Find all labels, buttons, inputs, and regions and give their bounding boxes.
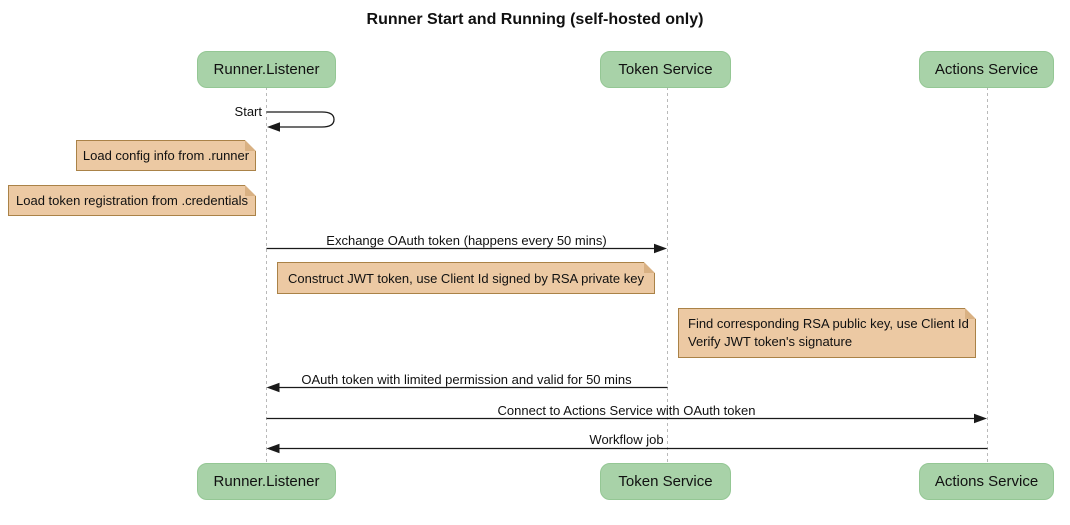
- note-find-rsa-key: Find corresponding RSA public key, use C…: [678, 308, 976, 358]
- message-label-start: Start: [234, 104, 262, 119]
- message-label-workflow-job: Workflow job: [589, 432, 664, 447]
- diagram-title: Runner Start and Running (self-hosted on…: [366, 11, 704, 28]
- participant-bottom-token-service: Token Service: [600, 463, 731, 500]
- participant-bottom-actions-service: Actions Service: [919, 463, 1054, 500]
- message-label-connect: Connect to Actions Service with OAuth to…: [497, 403, 756, 418]
- participant-label: Token Service: [618, 473, 713, 490]
- message-label-oauth-return: OAuth token with limited permission and …: [301, 372, 632, 387]
- participant-label: Actions Service: [934, 473, 1039, 490]
- participant-top-token-service: Token Service: [600, 51, 731, 88]
- arrowhead-start: [267, 122, 280, 132]
- note-text: Load config info from .runner: [82, 148, 250, 163]
- note-text-line2: Verify JWT token's signature: [688, 334, 853, 349]
- arrowhead-connect: [974, 413, 987, 424]
- note-construct-jwt: Construct JWT token, use Client Id signe…: [277, 262, 655, 294]
- arrowhead-oauth-return: [266, 382, 280, 393]
- note-text: Load token registration from .credential…: [16, 193, 248, 208]
- note-text: Construct JWT token, use Client Id signe…: [288, 270, 644, 286]
- note-load-token-registration: Load token registration from .credential…: [8, 185, 256, 216]
- message-label-exchange-oauth: Exchange OAuth token (happens every 50 m…: [326, 233, 607, 248]
- participant-label: Actions Service: [934, 61, 1039, 78]
- note-load-config: Load config info from .runner: [76, 140, 256, 171]
- participant-label: Runner.Listener: [213, 473, 320, 490]
- participant-label: Runner.Listener: [213, 61, 320, 78]
- participant-top-runner-listener: Runner.Listener: [197, 51, 336, 88]
- arrowhead-exchange-oauth: [654, 243, 667, 254]
- note-text-line1: Find corresponding RSA public key, use C…: [688, 316, 969, 331]
- message-arrow-start-loop: [266, 111, 335, 128]
- arrowhead-workflow-job: [266, 443, 280, 454]
- participant-bottom-runner-listener: Runner.Listener: [197, 463, 336, 500]
- participant-label: Token Service: [618, 61, 713, 78]
- participant-top-actions-service: Actions Service: [919, 51, 1054, 88]
